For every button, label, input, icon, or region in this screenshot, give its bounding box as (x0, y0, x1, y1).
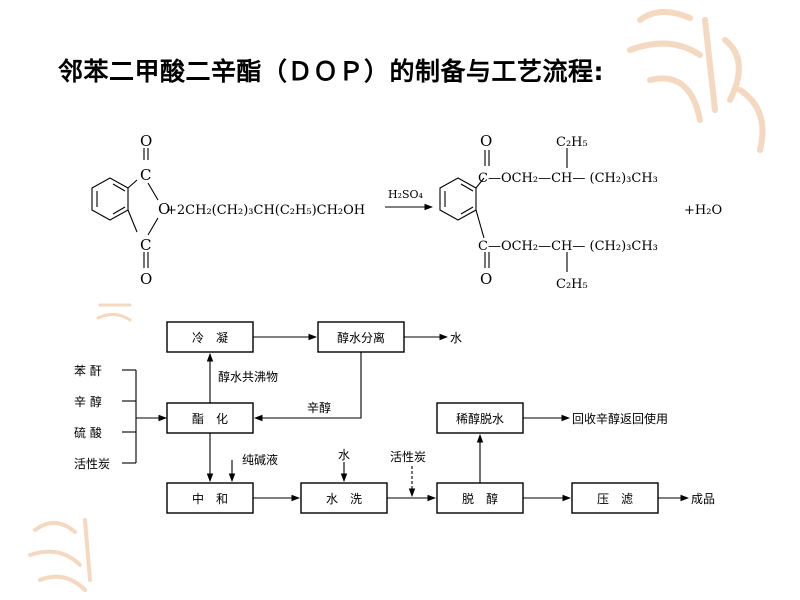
ester-bottom: C—OCH₂—CH— (CH₂)₃CH₃ (478, 239, 658, 254)
label-dealcoholize: 脱 醇 (462, 491, 498, 506)
label-dealc-dehydrate: 稀醇脱水 (456, 411, 504, 426)
ethyl-bottom: C₂H₅ (556, 277, 588, 292)
ethyl-top: C₂H₅ (556, 135, 588, 150)
box-condense (166, 321, 254, 353)
anhydride-o-top: O (140, 132, 152, 150)
box-esterify (166, 402, 254, 434)
input-octanol: 辛 醇 (74, 394, 102, 409)
anhydride-c-top: C (140, 166, 151, 184)
anhydride-o-ring: O (158, 200, 170, 218)
arrow-octanol-return (253, 352, 362, 422)
page-title: 邻苯二甲酸二辛酯（ＤＯＰ）的制备与工艺流程: (58, 57, 604, 86)
label-condense: 冷 凝 (192, 330, 228, 345)
decor-watermark-bottom-left (28, 518, 92, 592)
product-o-bottom: O (480, 270, 492, 288)
label-separate: 醇水分离 (337, 330, 385, 345)
label-azeotrope: 醇水共沸物 (218, 369, 278, 384)
decor-watermark-top-right (627, 9, 766, 153)
reagent-octanol: +2CH₂(CH₂)₃CH(C₂H₅)CH₂OH (166, 203, 365, 218)
box-wash (300, 482, 388, 514)
dop-product: O C—OCH₂—CH— (CH₂)₃CH₃ C—OCH₂—CH— (CH₂)₃… (439, 132, 658, 292)
water-product: +H₂O (684, 203, 722, 218)
label-esterify: 酯 化 (192, 412, 228, 426)
label-neutralize: 中 和 (192, 491, 228, 506)
phthalic-anhydride: O C O C O (91, 132, 170, 288)
product-o-top: O (480, 132, 492, 150)
box-separate (317, 321, 405, 353)
label-filter: 压 滤 (597, 492, 633, 506)
anhydride-o-bottom: O (140, 270, 152, 288)
label-water-in: 水 (338, 448, 350, 462)
decor-watermark-mid-left (96, 303, 132, 322)
input-sulfuric-acid: 硫 酸 (74, 425, 102, 440)
label-carbon: 活性炭 (390, 450, 426, 464)
label-octanol: 辛醇 (307, 400, 331, 415)
label-recycle: 回收辛醇返回使用 (572, 411, 668, 426)
input-phthalic-anhydride: 苯 酐 (74, 364, 102, 378)
label-water-out: 水 (450, 331, 462, 345)
ester-top: C—OCH₂—CH— (CH₂)₃CH₃ (478, 171, 658, 186)
label-soda: 纯碱液 (242, 452, 278, 467)
anhydride-c-bottom: C (140, 236, 151, 254)
label-wash: 水 洗 (326, 492, 362, 506)
catalyst-label: H₂SO₄ (388, 188, 424, 201)
box-neutralize (166, 482, 254, 514)
box-dealc-dehydrate (436, 402, 524, 434)
label-product: 成品 (691, 492, 715, 506)
input-activated-carbon: 活性炭 (74, 457, 110, 471)
box-filter (571, 482, 659, 514)
input-bracket (122, 369, 168, 464)
